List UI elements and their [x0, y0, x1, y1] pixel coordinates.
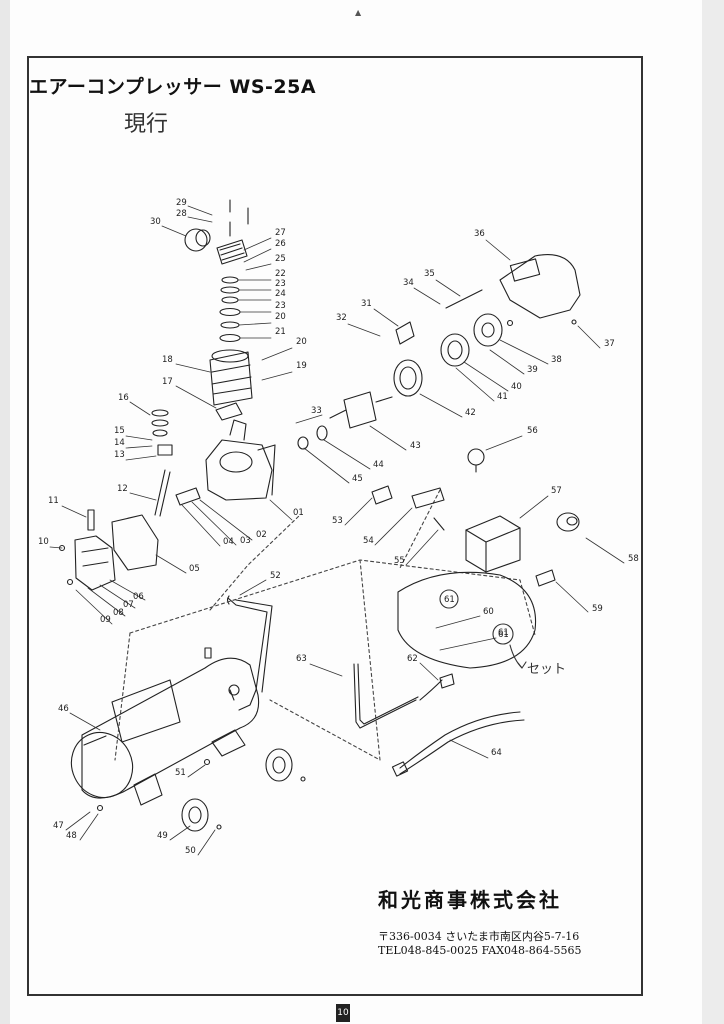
part-label-44: 44: [373, 460, 384, 470]
handwritten-circled-61: 61: [498, 630, 509, 640]
part-label-01: 01: [293, 508, 304, 518]
part-label-27: 27: [275, 228, 286, 238]
scan-left-edge: [0, 0, 10, 1024]
part-label-37: 37: [604, 339, 615, 349]
motor: [297, 313, 503, 450]
part-label-51: 51: [175, 768, 186, 778]
page-border: [27, 56, 643, 996]
part-label-48: 48: [66, 831, 77, 841]
part-label-23: 23: [275, 279, 286, 289]
part-label-16: 16: [118, 393, 129, 403]
part-label-09: 09: [100, 615, 111, 625]
part-label-38: 38: [551, 355, 562, 365]
part-label-04: 04: [223, 537, 234, 547]
part-label-55: 55: [394, 556, 405, 566]
part-label-06: 06: [133, 592, 144, 602]
part-label-45: 45: [352, 474, 363, 484]
part-label-60: 60: [483, 607, 494, 617]
document-title: エアーコンプレッサー WS-25A: [29, 76, 317, 98]
scan-right-edge: [702, 0, 724, 1024]
part-label-43: 43: [410, 441, 421, 451]
part-label-21: 21: [275, 327, 286, 337]
part-label-49: 49: [157, 831, 168, 841]
wheel-rear: [265, 748, 293, 782]
page-number: 10: [336, 1004, 350, 1022]
handwritten-set-note: セット: [527, 662, 567, 677]
part-label-07: 07: [123, 600, 134, 610]
part-label-08: 08: [113, 608, 124, 618]
crankcase: [205, 419, 276, 501]
part-label-64: 64: [491, 748, 502, 758]
part-label-31: 31: [361, 299, 372, 309]
part-label-18: 18: [162, 355, 173, 365]
part-label-20: 20: [296, 337, 307, 347]
part-label-36: 36: [474, 229, 485, 239]
part-label-24: 24: [275, 289, 286, 299]
part-label-02: 02: [256, 530, 267, 540]
company-tel-fax: TEL048-845-0025 FAX048-864-5565: [378, 944, 582, 957]
part-label-11: 11: [48, 496, 59, 506]
part-label-58: 58: [628, 554, 639, 564]
part-label-33: 33: [311, 406, 322, 416]
part-label-26: 26: [275, 239, 286, 249]
part-label-25: 25: [275, 254, 286, 264]
part-label-41: 41: [497, 392, 508, 402]
part-label-28: 28: [176, 209, 187, 219]
fan-cover: [74, 509, 159, 591]
part-label-54: 54: [363, 536, 374, 546]
part-label-40: 40: [511, 382, 522, 392]
handwritten-circled-61: 61: [444, 595, 455, 605]
part-label-47: 47: [53, 821, 64, 831]
part-label-05: 05: [189, 564, 200, 574]
part-label-39: 39: [527, 365, 538, 375]
part-label-15: 15: [114, 426, 125, 436]
wheel-front: [181, 798, 209, 832]
part-label-42: 42: [465, 408, 476, 418]
part-label-19: 19: [296, 361, 307, 371]
part-label-63: 63: [296, 654, 307, 664]
part-label-52: 52: [270, 571, 281, 581]
cylinder: [209, 349, 253, 406]
part-label-13: 13: [114, 450, 125, 460]
part-label-53: 53: [332, 516, 343, 526]
company-address: 〒336-0034 さいたま市南区内谷5-7-16: [378, 930, 580, 943]
part-label-46: 46: [58, 704, 69, 714]
handwritten-note: 現行: [124, 112, 169, 137]
pressure-switch: [465, 515, 521, 573]
part-label-32: 32: [336, 313, 347, 323]
part-label-03: 03: [240, 536, 251, 546]
part-label-30: 30: [150, 217, 161, 227]
part-label-57: 57: [551, 486, 562, 496]
part-label-35: 35: [424, 269, 435, 279]
part-label-50: 50: [185, 846, 196, 856]
top-arrow-mark: ▲: [355, 8, 362, 17]
part-label-20: 20: [275, 312, 286, 322]
part-label-14: 14: [114, 438, 125, 448]
part-label-56: 56: [527, 426, 538, 436]
part-label-12: 12: [117, 484, 128, 494]
company-name: 和光商事株式会社: [378, 888, 562, 912]
part-label-17: 17: [162, 377, 173, 387]
air-tank: [70, 647, 260, 806]
part-label-61: 61: [498, 628, 509, 638]
part-label-10: 10: [38, 537, 49, 547]
head-stack: [216, 239, 248, 343]
part-label-34: 34: [403, 278, 414, 288]
part-label-59: 59: [592, 604, 603, 614]
document-page: [10, 0, 702, 1024]
part-label-29: 29: [176, 198, 187, 208]
part-label-23: 23: [275, 301, 286, 311]
part-label-22: 22: [275, 269, 286, 279]
part-label-62: 62: [407, 654, 418, 664]
motor-cover: [499, 254, 581, 319]
